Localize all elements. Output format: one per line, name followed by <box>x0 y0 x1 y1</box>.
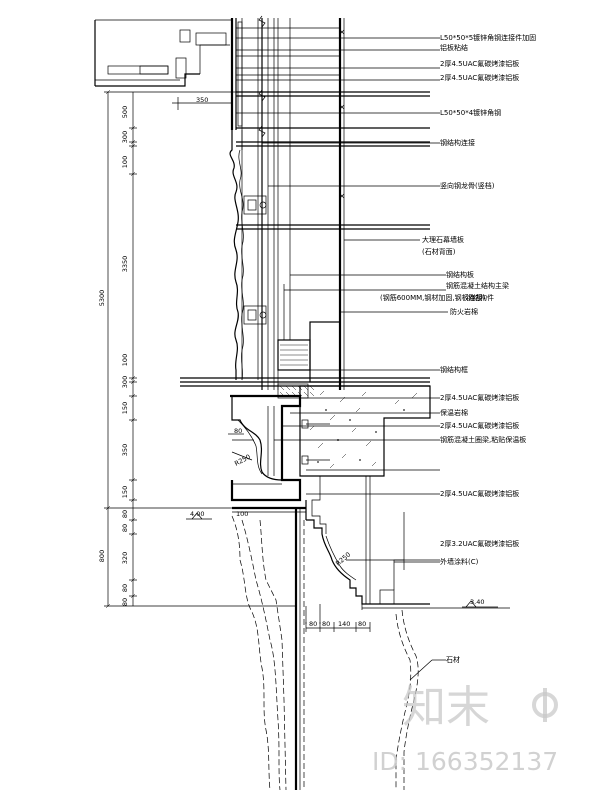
dim-500: 500 <box>121 106 129 118</box>
dim-bottom-80-c: 80 <box>358 620 366 628</box>
callout-steel-plate: 钢结构板 <box>446 270 474 279</box>
stone-cladding-profile <box>229 130 244 381</box>
top-panels <box>180 15 430 387</box>
watermark-logo-mark <box>532 688 558 722</box>
anchor-bracket-2 <box>243 305 267 325</box>
level-left-text: 4.00 <box>190 510 204 518</box>
callout-panel-adhesive: 铝板粘结 <box>440 43 468 52</box>
callout-rc-ring-beam: 钢筋混凝土圈梁,粘贴保温板 <box>440 435 526 444</box>
dim-800: 800 <box>98 550 106 562</box>
dim-300-b: 300 <box>121 376 129 388</box>
callout-aluminium-panel-4: 2厚4.5UAC氟碳烤漆铝板 <box>440 421 519 430</box>
callout-steel-frame: 钢结构框 <box>440 365 468 374</box>
callout-stone-back: (石材背面) <box>422 247 456 256</box>
dim-bottom-80-b: 80 <box>322 620 330 628</box>
callout-insulation-wool: 保温岩棉 <box>440 408 468 417</box>
cornice-moulding <box>230 394 302 502</box>
concrete-beam <box>299 385 431 477</box>
level-right-text: 3.40 <box>470 598 484 606</box>
callout-stone-panel: 大理石幕墙板 <box>422 235 464 244</box>
top-slab <box>94 19 232 87</box>
dim-3350: 3350 <box>121 256 129 273</box>
callout-steel-member: 钢结构件 <box>466 293 494 302</box>
watermark-id: ID: 166352137 <box>372 747 558 776</box>
callout-vertical-keel: 竖向钢龙骨(竖档) <box>440 181 495 190</box>
watermark: 知末 ID: 166352137 <box>372 682 558 776</box>
callout-aluminium-panel-2: 2厚4.5UAC氟碳烤漆铝板 <box>440 73 519 82</box>
callout-aluminium-panel-6: 2厚3.2UAC氟碳烤漆铝板 <box>440 539 519 548</box>
dim-bracket-80: 80 <box>234 427 242 435</box>
dim-350: 350 <box>121 444 129 456</box>
dim-80-a: 80 <box>121 510 129 518</box>
dim-bottom-140: 140 <box>338 620 350 628</box>
callout-angle-steel-1: L50*50*5镀锌角钢连接件加固 <box>440 33 536 42</box>
dim-320: 320 <box>121 552 129 564</box>
dim-100-b: 100 <box>121 354 129 366</box>
wall-verticals <box>230 18 345 390</box>
dim-r250-b: R250 <box>334 551 352 568</box>
dim-r250-a: R250 <box>233 453 252 468</box>
callout-labels: L50*50*5镀锌角钢连接件加固 铝板粘结 2厚4.5UAC氟碳烤漆铝板 2厚… <box>380 33 536 664</box>
left-dimension-chain <box>104 89 296 609</box>
left-dimension-labels: 500 300 100 3350 5300 100 300 150 350 15… <box>98 106 129 606</box>
dim-300-a: 300 <box>121 131 129 143</box>
bottom-dimension-chain <box>305 604 371 632</box>
lower-wall <box>232 476 371 790</box>
callout-aluminium-panel-3: 2厚4.5UAC氟碳烤漆铝板 <box>440 393 519 402</box>
level-marker-right <box>462 600 498 608</box>
callout-aluminium-panel-5: 2厚4.5UAC氟碳烤漆铝板 <box>440 489 519 498</box>
dim-100: 100 <box>236 510 248 518</box>
dim-150-b: 150 <box>121 486 129 498</box>
steel-column <box>277 321 341 399</box>
dim-80-d: 80 <box>121 598 129 606</box>
callout-steel-connection: 钢结构连接 <box>440 138 475 147</box>
callout-fire-wool: 防火岩棉 <box>450 307 478 316</box>
watermark-logo: 知末 <box>402 682 490 733</box>
callout-rc-main-beam: 钢筋混凝土结构主梁 <box>446 281 509 290</box>
level-labels: 4.00 3.40 <box>190 510 484 606</box>
callout-angle-steel-2: L50*50*4镀锌角钢 <box>440 108 501 117</box>
dim-100-a: 100 <box>121 156 129 168</box>
callout-stone: 石材 <box>446 655 460 664</box>
dim-bottom-80-a: 80 <box>309 620 317 628</box>
callout-leaders <box>236 37 448 681</box>
dim-5300: 5300 <box>98 290 106 307</box>
top-350-dim <box>172 97 232 110</box>
cornice-dims <box>228 433 253 461</box>
callout-rebar-note: (钢筋600MM,钢材加固,钢板连接) <box>380 293 486 302</box>
dashed-stone-outlines <box>231 515 419 791</box>
anchor-bracket-1 <box>243 195 267 215</box>
callout-wall-paint: 外墙涂料(C) <box>440 557 479 566</box>
dim-80-b: 80 <box>121 524 129 532</box>
dim-top-350: 350 <box>196 96 208 104</box>
dim-150-a: 150 <box>121 402 129 414</box>
level-marker-left <box>186 512 212 520</box>
dim-80-c: 80 <box>121 584 129 592</box>
callout-aluminium-panel-1: 2厚4.5UAC氟碳烤漆铝板 <box>440 59 519 68</box>
